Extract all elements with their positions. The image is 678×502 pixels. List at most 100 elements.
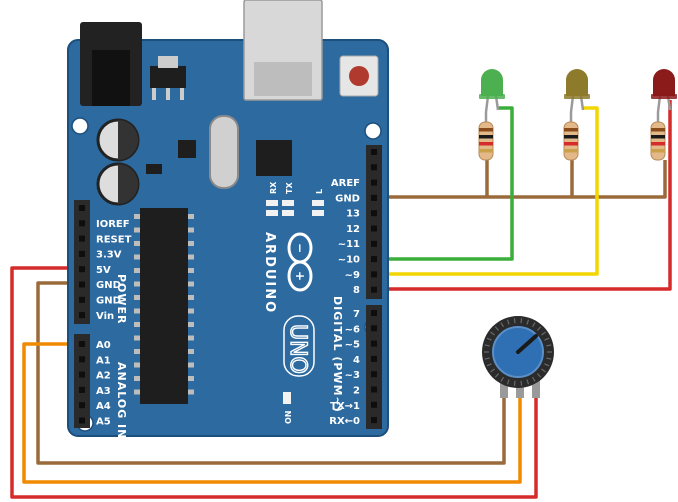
chip-pin bbox=[134, 214, 140, 219]
digital-pin-label: ~11 bbox=[338, 239, 360, 250]
header-pin-socket[interactable] bbox=[371, 149, 377, 155]
potentiometer[interactable] bbox=[482, 316, 554, 398]
header-pin-socket[interactable] bbox=[79, 386, 85, 393]
header-pin-socket[interactable] bbox=[79, 402, 85, 409]
header-pin-socket[interactable] bbox=[79, 250, 85, 257]
chip-pin bbox=[188, 376, 194, 381]
digital-pin-label: 12 bbox=[346, 224, 360, 235]
voltage-regulator bbox=[150, 66, 186, 88]
header-pin-socket[interactable] bbox=[371, 225, 377, 232]
yellow-wire-pin9[interactable] bbox=[374, 106, 599, 276]
pot-pin bbox=[500, 378, 508, 398]
model-label: UNO bbox=[285, 324, 310, 374]
chip-pin bbox=[134, 389, 140, 395]
header-pin-socket[interactable] bbox=[371, 240, 377, 247]
digital-pin-label: ~6 bbox=[345, 324, 360, 335]
header-pin-socket[interactable] bbox=[371, 401, 377, 408]
l-led bbox=[312, 200, 324, 206]
chip-pin bbox=[134, 295, 140, 300]
chip-pin bbox=[134, 349, 140, 354]
header-pin-socket[interactable] bbox=[79, 266, 85, 273]
power-pin-label: IOREF bbox=[96, 219, 130, 230]
resistor[interactable] bbox=[650, 121, 666, 161]
header-pin-socket[interactable] bbox=[79, 341, 85, 347]
header-pin-socket[interactable] bbox=[371, 164, 377, 171]
header-pin-socket[interactable] bbox=[79, 296, 85, 303]
power-pin-label: 5V bbox=[96, 265, 111, 276]
chip-pin bbox=[188, 268, 194, 273]
svg-text:+: + bbox=[293, 271, 307, 281]
led-body bbox=[653, 69, 675, 96]
header-pin-socket[interactable] bbox=[79, 417, 85, 424]
red-wire-5v[interactable] bbox=[10, 266, 538, 499]
crystal-oscillator bbox=[209, 115, 239, 189]
power-pin-label: 3.3V bbox=[96, 250, 122, 261]
header-pin-socket[interactable] bbox=[371, 310, 377, 316]
analog-pin-label: A4 bbox=[96, 401, 111, 412]
led-body bbox=[566, 69, 588, 96]
chip-pin bbox=[188, 295, 194, 300]
header-pin-socket[interactable] bbox=[371, 371, 377, 378]
digital-pin-label: TX→1 bbox=[330, 401, 360, 412]
mounting-hole-icon bbox=[71, 117, 89, 135]
resistor[interactable] bbox=[563, 121, 579, 161]
header-pin-socket[interactable] bbox=[371, 386, 377, 393]
reset-button[interactable] bbox=[349, 66, 369, 86]
header-pin-socket[interactable] bbox=[371, 194, 377, 201]
brown-wire-gnd[interactable] bbox=[36, 281, 506, 465]
led-yellow[interactable] bbox=[564, 69, 590, 122]
header-pin-socket[interactable] bbox=[371, 417, 377, 424]
analog-group-label: ANALOG IN bbox=[115, 362, 128, 439]
resistor[interactable] bbox=[478, 121, 494, 161]
mounting-hole-icon bbox=[364, 122, 382, 140]
chip-pin bbox=[134, 241, 140, 246]
dc-jack-inner bbox=[92, 50, 130, 106]
power-header bbox=[74, 200, 90, 324]
digital-pin-label: RX←0 bbox=[329, 416, 360, 427]
capacitor-2 bbox=[96, 162, 140, 206]
power-pin-label: RESET bbox=[96, 234, 132, 245]
digital-pin-label: 7 bbox=[353, 309, 360, 320]
chip-pin bbox=[188, 241, 194, 246]
chip-pin bbox=[188, 362, 194, 368]
header-pin-socket[interactable] bbox=[371, 340, 377, 347]
digital-pin-label: 8 bbox=[353, 285, 360, 296]
header-pin-socket[interactable] bbox=[371, 271, 377, 278]
chip-pin bbox=[134, 268, 140, 273]
header-pin-socket[interactable] bbox=[79, 312, 85, 319]
header-pin-socket[interactable] bbox=[371, 286, 377, 293]
orange-wire-a0[interactable] bbox=[22, 342, 522, 484]
chip-pin bbox=[188, 322, 194, 327]
header-pin-socket[interactable] bbox=[79, 371, 85, 378]
header-pin-socket[interactable] bbox=[371, 355, 377, 362]
header-pin-socket[interactable] bbox=[79, 356, 85, 363]
header-pin-socket[interactable] bbox=[371, 179, 377, 186]
header-pin-socket[interactable] bbox=[79, 220, 85, 227]
chip-pin bbox=[134, 376, 140, 381]
header-pin-socket[interactable] bbox=[371, 210, 377, 217]
power-pin-label: GND bbox=[96, 280, 121, 291]
analog-pin-label: A2 bbox=[96, 371, 111, 382]
header-pin-socket[interactable] bbox=[371, 325, 377, 332]
led-group bbox=[478, 69, 677, 161]
digital-header-bottom bbox=[366, 305, 382, 429]
header-pin-socket[interactable] bbox=[79, 281, 85, 288]
header-pin-socket[interactable] bbox=[79, 235, 85, 242]
rx-label: RX bbox=[269, 181, 278, 194]
green-wire-pin10[interactable] bbox=[374, 106, 514, 261]
digital-pin-label: ~3 bbox=[345, 370, 360, 381]
digital-header-top bbox=[366, 145, 382, 299]
chip-pin bbox=[188, 227, 194, 233]
red-wire-pin8[interactable] bbox=[374, 100, 672, 291]
analog-pin-label: A0 bbox=[96, 340, 111, 351]
led-green[interactable] bbox=[479, 69, 505, 122]
header-pin-socket[interactable] bbox=[371, 256, 377, 263]
header-pin-socket[interactable] bbox=[79, 205, 85, 211]
usb-chip bbox=[256, 140, 292, 176]
led-red[interactable] bbox=[651, 69, 677, 122]
l-label: L bbox=[315, 189, 324, 194]
voltage-regulator-tab bbox=[158, 56, 178, 68]
chip-pin bbox=[134, 362, 140, 368]
power-pin-label: GND bbox=[96, 296, 121, 307]
gnd-wire-digital[interactable] bbox=[374, 160, 667, 199]
